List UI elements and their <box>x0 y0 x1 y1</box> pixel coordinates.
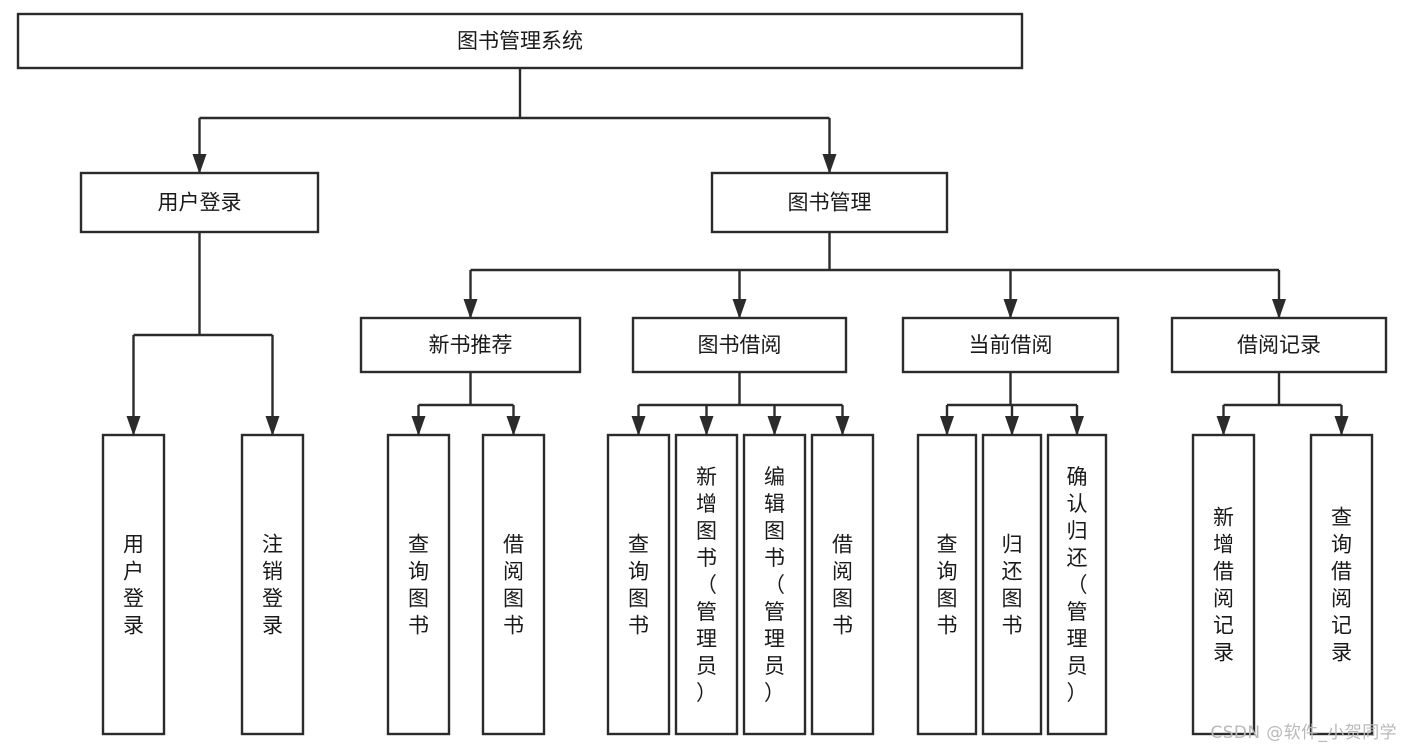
node-box-leaf-query-book-2 <box>606 433 671 736</box>
arrow-head-icon <box>1003 299 1018 319</box>
connector-group-root <box>192 68 837 174</box>
connector-group-borrow-record <box>1216 372 1349 436</box>
node-box-book-borrow <box>631 316 848 374</box>
node-leaf-return-book[interactable]: 归还图书 <box>981 433 1043 736</box>
node-leaf-edit-book[interactable]: 编辑图书（管理员） <box>742 433 807 736</box>
node-label-leaf-query-book-3: 查询图书 <box>937 533 958 638</box>
connector-group-book-manage <box>463 232 1286 319</box>
node-box-borrow-record <box>1170 316 1388 374</box>
node-new-book-rec[interactable]: 新书推荐 <box>359 316 582 374</box>
node-book-borrow[interactable]: 图书借阅 <box>631 316 848 374</box>
node-box-leaf-return-book <box>981 433 1043 736</box>
node-label-leaf-logout: 注销登录 <box>262 533 283 638</box>
arrow-head-icon <box>822 154 837 174</box>
arrow-head-icon <box>126 416 141 436</box>
connector-group-user-login <box>126 232 280 436</box>
node-box-user-login <box>79 171 320 234</box>
node-leaf-query-book-3[interactable]: 查询图书 <box>916 433 978 736</box>
node-leaf-confirm-return[interactable]: 确认归还（管理员） <box>1046 433 1108 736</box>
node-label-leaf-query-record: 查询借阅记录 <box>1331 506 1352 665</box>
node-label-leaf-user-login: 用户登录 <box>123 533 144 638</box>
node-book-manage[interactable]: 图书管理 <box>710 171 949 234</box>
node-box-new-book-rec <box>359 316 582 374</box>
node-box-leaf-borrow-book-1 <box>481 433 546 736</box>
node-label-leaf-edit-book: 编辑图书（管理员） <box>764 465 785 705</box>
node-label-leaf-return-book: 归还图书 <box>1002 533 1023 638</box>
node-label-root: 图书管理系统 <box>457 29 583 53</box>
node-leaf-borrow-book-1[interactable]: 借阅图书 <box>481 433 546 736</box>
arrow-head-icon <box>1005 416 1019 436</box>
node-box-book-manage <box>710 171 949 234</box>
node-label-book-manage: 图书管理 <box>788 191 872 215</box>
arrow-head-icon <box>1272 299 1286 319</box>
node-leaf-logout[interactable]: 注销登录 <box>240 433 305 736</box>
node-label-leaf-query-book-2: 查询图书 <box>628 533 649 638</box>
arrow-head-icon <box>1216 416 1231 436</box>
node-label-leaf-confirm-return: 确认归还（管理员） <box>1067 465 1088 705</box>
node-leaf-query-book-1[interactable]: 查询图书 <box>386 433 451 736</box>
node-label-new-book-rec: 新书推荐 <box>429 333 513 357</box>
connector-group-new-book-rec <box>411 372 521 436</box>
node-leaf-borrow-book-2[interactable]: 借阅图书 <box>810 433 875 736</box>
node-label-user-login: 用户登录 <box>158 191 242 215</box>
node-box-leaf-query-book-1 <box>386 433 451 736</box>
node-box-leaf-query-book-3 <box>916 433 978 736</box>
arrow-head-icon <box>265 416 280 436</box>
node-label-leaf-query-book-1: 查询图书 <box>408 533 429 638</box>
node-box-leaf-confirm-return <box>1046 433 1108 736</box>
arrow-head-icon <box>732 299 747 319</box>
connector-group-book-borrow <box>631 372 850 436</box>
node-label-borrow-record: 借阅记录 <box>1237 333 1321 357</box>
node-box-leaf-add-record <box>1191 433 1256 736</box>
connector-group-current-borrow <box>940 372 1084 436</box>
node-label-book-borrow: 图书借阅 <box>698 333 782 357</box>
arrow-head-icon <box>192 154 207 174</box>
arrow-head-icon <box>835 416 850 436</box>
node-label-current-borrow: 当前借阅 <box>969 333 1053 357</box>
arrow-head-icon <box>940 416 954 436</box>
arrow-head-icon <box>1070 416 1084 436</box>
node-box-leaf-query-record <box>1309 433 1374 736</box>
arrow-head-icon <box>506 416 521 436</box>
node-box-leaf-borrow-book-2 <box>810 433 875 736</box>
node-box-current-borrow <box>901 316 1120 374</box>
arrow-head-icon <box>411 416 426 436</box>
node-box-leaf-user-login <box>101 433 166 736</box>
node-leaf-query-record[interactable]: 查询借阅记录 <box>1309 433 1374 736</box>
node-label-leaf-borrow-book-2: 借阅图书 <box>832 533 853 638</box>
arrow-head-icon <box>631 416 646 436</box>
node-current-borrow[interactable]: 当前借阅 <box>901 316 1120 374</box>
node-box-root <box>16 12 1024 70</box>
node-leaf-query-book-2[interactable]: 查询图书 <box>606 433 671 736</box>
node-leaf-add-book[interactable]: 新增图书（管理员） <box>674 433 739 736</box>
node-user-login[interactable]: 用户登录 <box>79 171 320 234</box>
node-leaf-user-login[interactable]: 用户登录 <box>101 433 166 736</box>
node-layer: 图书管理系统用户登录图书管理新书推荐图书借阅当前借阅借阅记录用户登录注销登录查询… <box>16 12 1388 736</box>
arrow-head-icon <box>699 416 714 436</box>
node-leaf-add-record[interactable]: 新增借阅记录 <box>1191 433 1256 736</box>
arrow-head-icon <box>1334 416 1349 436</box>
node-box-leaf-logout <box>240 433 305 736</box>
node-borrow-record[interactable]: 借阅记录 <box>1170 316 1388 374</box>
node-box-leaf-edit-book <box>742 433 807 736</box>
connector-layer <box>126 68 1349 436</box>
node-box-leaf-add-book <box>674 433 739 736</box>
arrow-head-icon <box>463 299 478 319</box>
arrow-head-icon <box>767 416 782 436</box>
node-root[interactable]: 图书管理系统 <box>16 12 1024 70</box>
node-label-leaf-add-record: 新增借阅记录 <box>1213 506 1234 665</box>
node-label-leaf-borrow-book-1: 借阅图书 <box>503 533 524 638</box>
node-label-leaf-add-book: 新增图书（管理员） <box>696 465 717 705</box>
